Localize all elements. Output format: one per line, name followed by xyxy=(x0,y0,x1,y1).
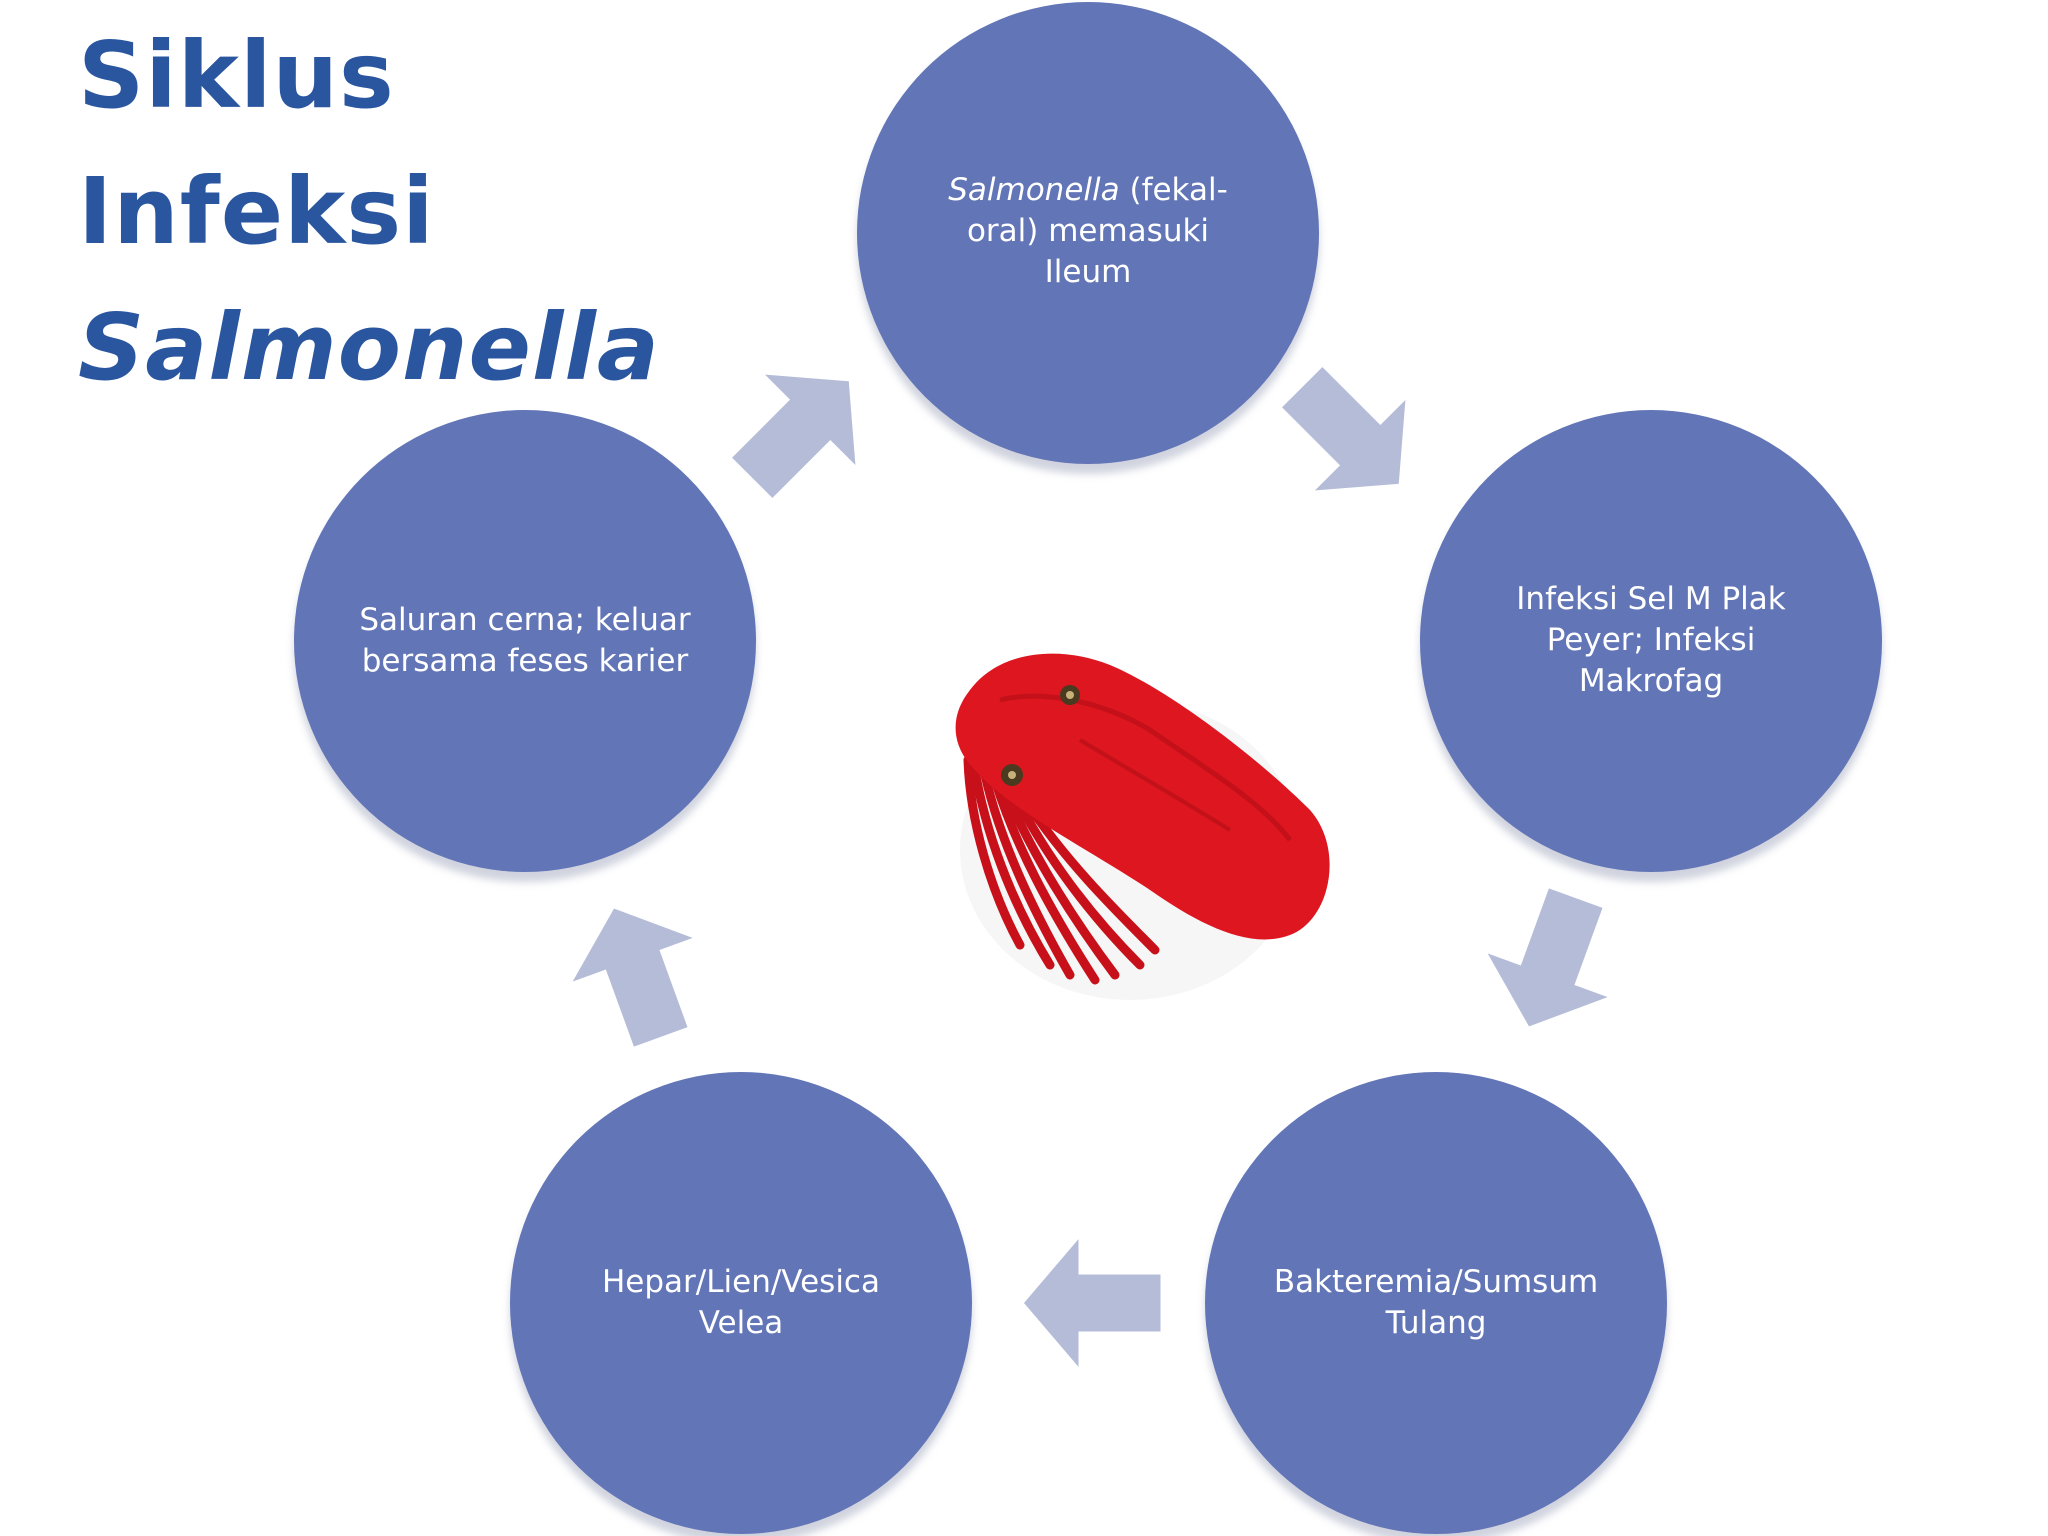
step-5-line-2: bersama feses karier xyxy=(361,643,689,679)
title-line-3: Salmonella xyxy=(78,294,660,401)
step-2-line-2: Peyer; Infeksi xyxy=(1546,622,1756,658)
cycle-step-3-label: Bakteremia/Sumsum Tulang xyxy=(1256,1262,1616,1344)
arrow-step3-to-step4 xyxy=(1020,1230,1164,1376)
step-2-line-3: Makrofag xyxy=(1578,663,1724,699)
step-1-line-1: (fekal- xyxy=(1119,172,1228,208)
arrow-step2-to-step3 xyxy=(1480,884,1617,1031)
cycle-step-3 xyxy=(1205,1072,1667,1534)
arrow-step1-to-step2 xyxy=(1277,362,1410,495)
step-1-italic: Salmonella xyxy=(948,172,1120,208)
cycle-step-5 xyxy=(294,410,756,872)
cycle-step-4 xyxy=(510,1072,972,1534)
step-4-line-1: Hepar/Lien/Vesica xyxy=(602,1264,880,1300)
cycle-step-1 xyxy=(857,2,1319,464)
title-line-1: Siklus xyxy=(78,22,395,129)
step-1-line-2: oral) memasuki xyxy=(966,213,1210,249)
salmonella-bacterium-icon xyxy=(955,653,1330,1000)
arrow-step4-to-step5 xyxy=(565,904,702,1051)
cycle-step-5-label: Saluran cerna; keluar bersama feses kari… xyxy=(325,600,725,682)
slide-title: Siklus Infeksi Salmonella xyxy=(78,8,660,416)
cycle-step-2-label: Infeksi Sel M Plak Peyer; Infeksi Makrof… xyxy=(1471,579,1831,702)
step-4-line-2: Velea xyxy=(698,1305,784,1341)
step-5-line-1: Saluran cerna; keluar xyxy=(359,602,691,638)
step-3-line-2: Tulang xyxy=(1385,1305,1487,1341)
title-line-2: Infeksi xyxy=(78,158,435,265)
step-3-line-1: Bakteremia/Sumsum xyxy=(1273,1264,1599,1300)
cycle-step-4-label: Hepar/Lien/Vesica Velea xyxy=(561,1262,921,1344)
cycle-step-1-label: Salmonella (fekal- oral) memasuki Ileum xyxy=(908,170,1268,293)
cycle-step-2 xyxy=(1420,410,1882,872)
arrow-step5-to-step1 xyxy=(727,370,860,503)
step-2-line-1: Infeksi Sel M Plak xyxy=(1516,581,1786,617)
step-1-line-3: Ileum xyxy=(1044,254,1132,290)
